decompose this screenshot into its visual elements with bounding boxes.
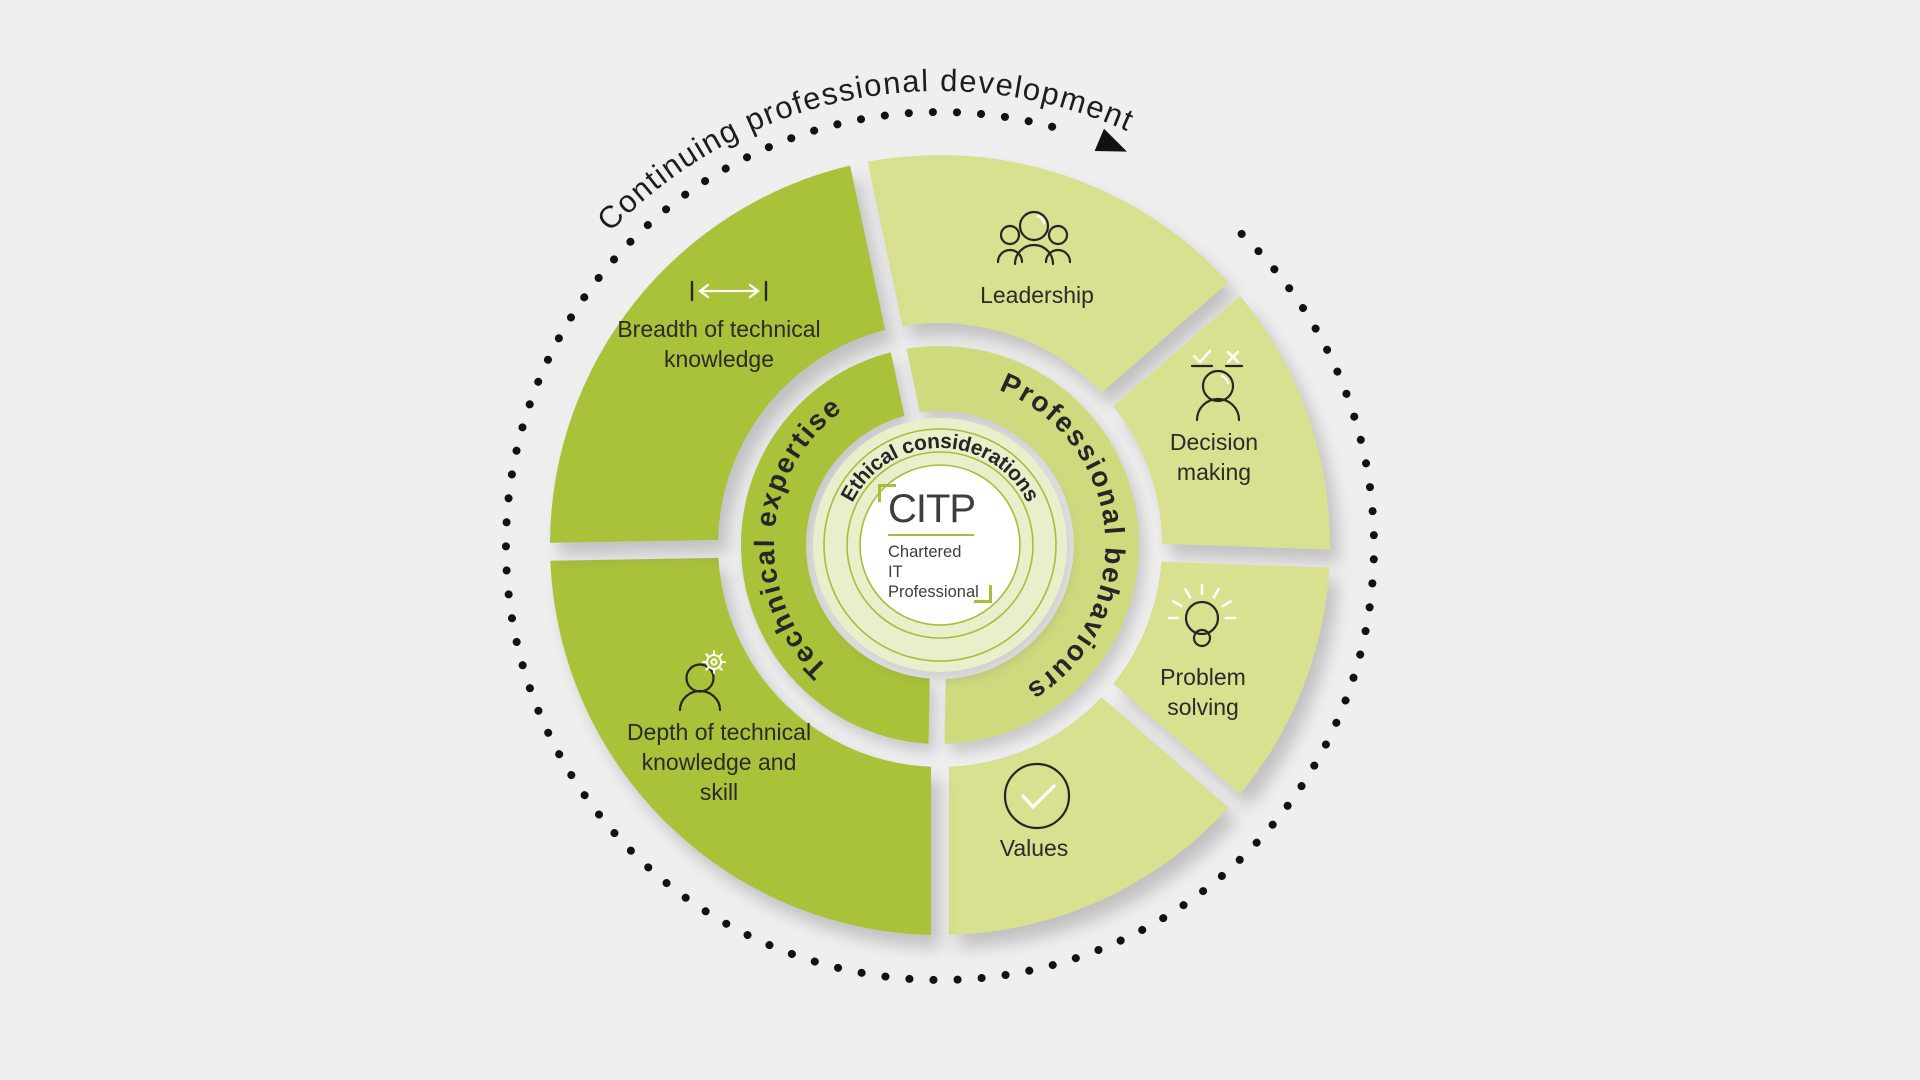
citp-acronym: CITP xyxy=(888,487,976,531)
segment-problem-solving xyxy=(1113,561,1330,794)
label-values: Values xyxy=(999,835,1069,862)
person-check-cross-icon xyxy=(1190,349,1244,422)
citp-subtitle-line1: Chartered IT xyxy=(888,543,962,582)
inner-ring-outer-circle xyxy=(823,428,1057,662)
middle-ring xyxy=(740,345,1140,744)
citp-subtitle-line2: Professional xyxy=(888,583,979,602)
citp-logo: CITP Chartered IT Professional xyxy=(878,484,992,604)
lightbulb-icon xyxy=(1167,583,1237,648)
breadth-range-icon xyxy=(690,280,768,302)
centre-disc xyxy=(859,464,1021,626)
segment-decision-making xyxy=(1113,296,1331,550)
segment-professional-behaviours xyxy=(906,345,1140,744)
label-problem-solving: Problem solving xyxy=(1160,664,1246,720)
label-breadth-of-technical-knowledge: Breadth of technical knowledge xyxy=(617,316,821,372)
segment-breadth-of-technical-knowledge xyxy=(550,165,886,543)
label-depth-of-technical-knowledge: Depth of technical knowledge and skill xyxy=(626,719,812,805)
outer-ring xyxy=(550,155,1331,935)
label-decision-making: Decision making xyxy=(1169,429,1259,485)
person-gear-icon xyxy=(678,650,726,712)
inner-ring xyxy=(813,418,1067,672)
inner-ring-inner-circle xyxy=(846,451,1034,639)
cpd-arrow-head-icon xyxy=(1094,128,1127,152)
segment-technical-expertise xyxy=(740,352,930,744)
logo-bracket-top-left xyxy=(878,484,896,502)
label-leadership: Leadership xyxy=(980,282,1094,309)
segment-leadership xyxy=(867,155,1229,393)
people-icon xyxy=(996,210,1072,266)
segment-values xyxy=(949,697,1229,935)
segment-depth-of-technical-knowledge xyxy=(550,557,931,935)
logo-bracket-bottom-right xyxy=(974,585,992,604)
checkmark-circle-icon xyxy=(1003,762,1071,830)
logo-rule xyxy=(888,534,974,536)
